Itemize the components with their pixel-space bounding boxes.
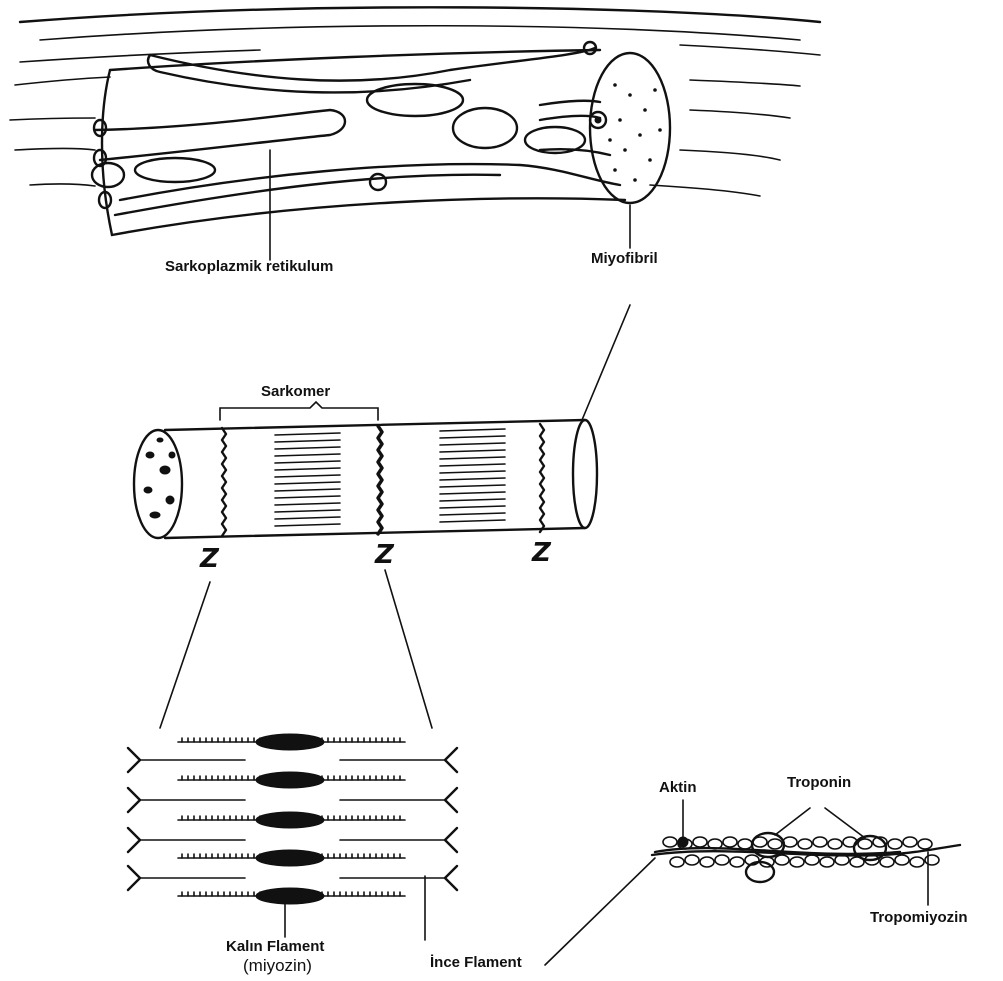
label-troponin: Troponin	[787, 775, 851, 792]
myosin-head-region	[256, 734, 324, 750]
actin-bead	[730, 857, 744, 867]
actin-bead	[895, 855, 909, 865]
a-band-2	[440, 429, 505, 522]
myofibril-cut-dots	[609, 84, 662, 182]
actin-bead	[715, 855, 729, 865]
label-z-2: Z	[375, 540, 394, 570]
label-kalin-filament: Kalın Flament	[226, 939, 324, 956]
actin-bead	[798, 839, 812, 849]
actin-bead	[790, 857, 804, 867]
actin-bead	[813, 837, 827, 847]
actin-bead	[918, 839, 932, 849]
z-line-3	[540, 424, 544, 532]
myofibril-cylinder	[134, 402, 597, 538]
actin-bead	[910, 857, 924, 867]
z-disc-left	[128, 748, 140, 772]
actin-bead	[663, 837, 677, 847]
myosin-head-region	[256, 772, 324, 788]
actin-bead	[775, 855, 789, 865]
a-band-1	[275, 433, 340, 526]
actin-bead	[888, 839, 902, 849]
z-line-2	[378, 426, 382, 534]
label-sarkoplazmik-retikulum: Sarkoplazmik retikulum	[165, 259, 333, 276]
label-sarkomer: Sarkomer	[261, 384, 330, 401]
myosin-head-region	[256, 850, 324, 866]
label-tropomiyozin: Tropomiyozin	[870, 910, 968, 927]
myofibril-connector-line	[582, 305, 630, 420]
z-disc-left	[128, 788, 140, 812]
actin-bead	[828, 839, 842, 849]
label-z-1: Z	[200, 544, 219, 574]
zoom-line-right	[385, 570, 432, 728]
actin-bead	[820, 857, 834, 867]
actin-bead	[670, 857, 684, 867]
myosin-head-region	[256, 888, 324, 904]
actin-bead	[903, 837, 917, 847]
actin-bead	[805, 855, 819, 865]
label-aktin: Aktin	[659, 780, 697, 797]
z-line-1	[222, 428, 226, 536]
actin-bead	[768, 839, 782, 849]
muscle-fiber-drawing	[10, 7, 820, 260]
actin-bead	[693, 837, 707, 847]
zoom-line-left	[160, 582, 210, 728]
z-disc-right	[445, 828, 457, 852]
actin-bead	[858, 839, 872, 849]
actin-bead	[835, 855, 849, 865]
filament-array	[128, 734, 457, 904]
sarcomere-bracket	[220, 402, 378, 420]
z-disc-left	[128, 828, 140, 852]
actin-bead	[738, 839, 752, 849]
z-disc-left	[128, 866, 140, 890]
label-z-3: Z	[532, 538, 551, 568]
label-miyofibril: Miyofibril	[591, 251, 658, 268]
z-disc-right	[445, 788, 457, 812]
myosin-head-region	[256, 812, 324, 828]
actin-bead	[723, 837, 737, 847]
cylinder-cut-face-spots	[144, 438, 175, 518]
z-disc-right	[445, 866, 457, 890]
label-miyozin: (miyozin)	[243, 957, 312, 976]
actin-bead	[880, 857, 894, 867]
actin-bead	[700, 857, 714, 867]
label-ince-filament: İnce Flament	[430, 955, 522, 972]
troponin-2	[746, 862, 774, 882]
actin-bead	[685, 855, 699, 865]
z-disc-right	[445, 748, 457, 772]
thin-filament-detail	[545, 800, 960, 965]
actin-bead	[925, 855, 939, 865]
